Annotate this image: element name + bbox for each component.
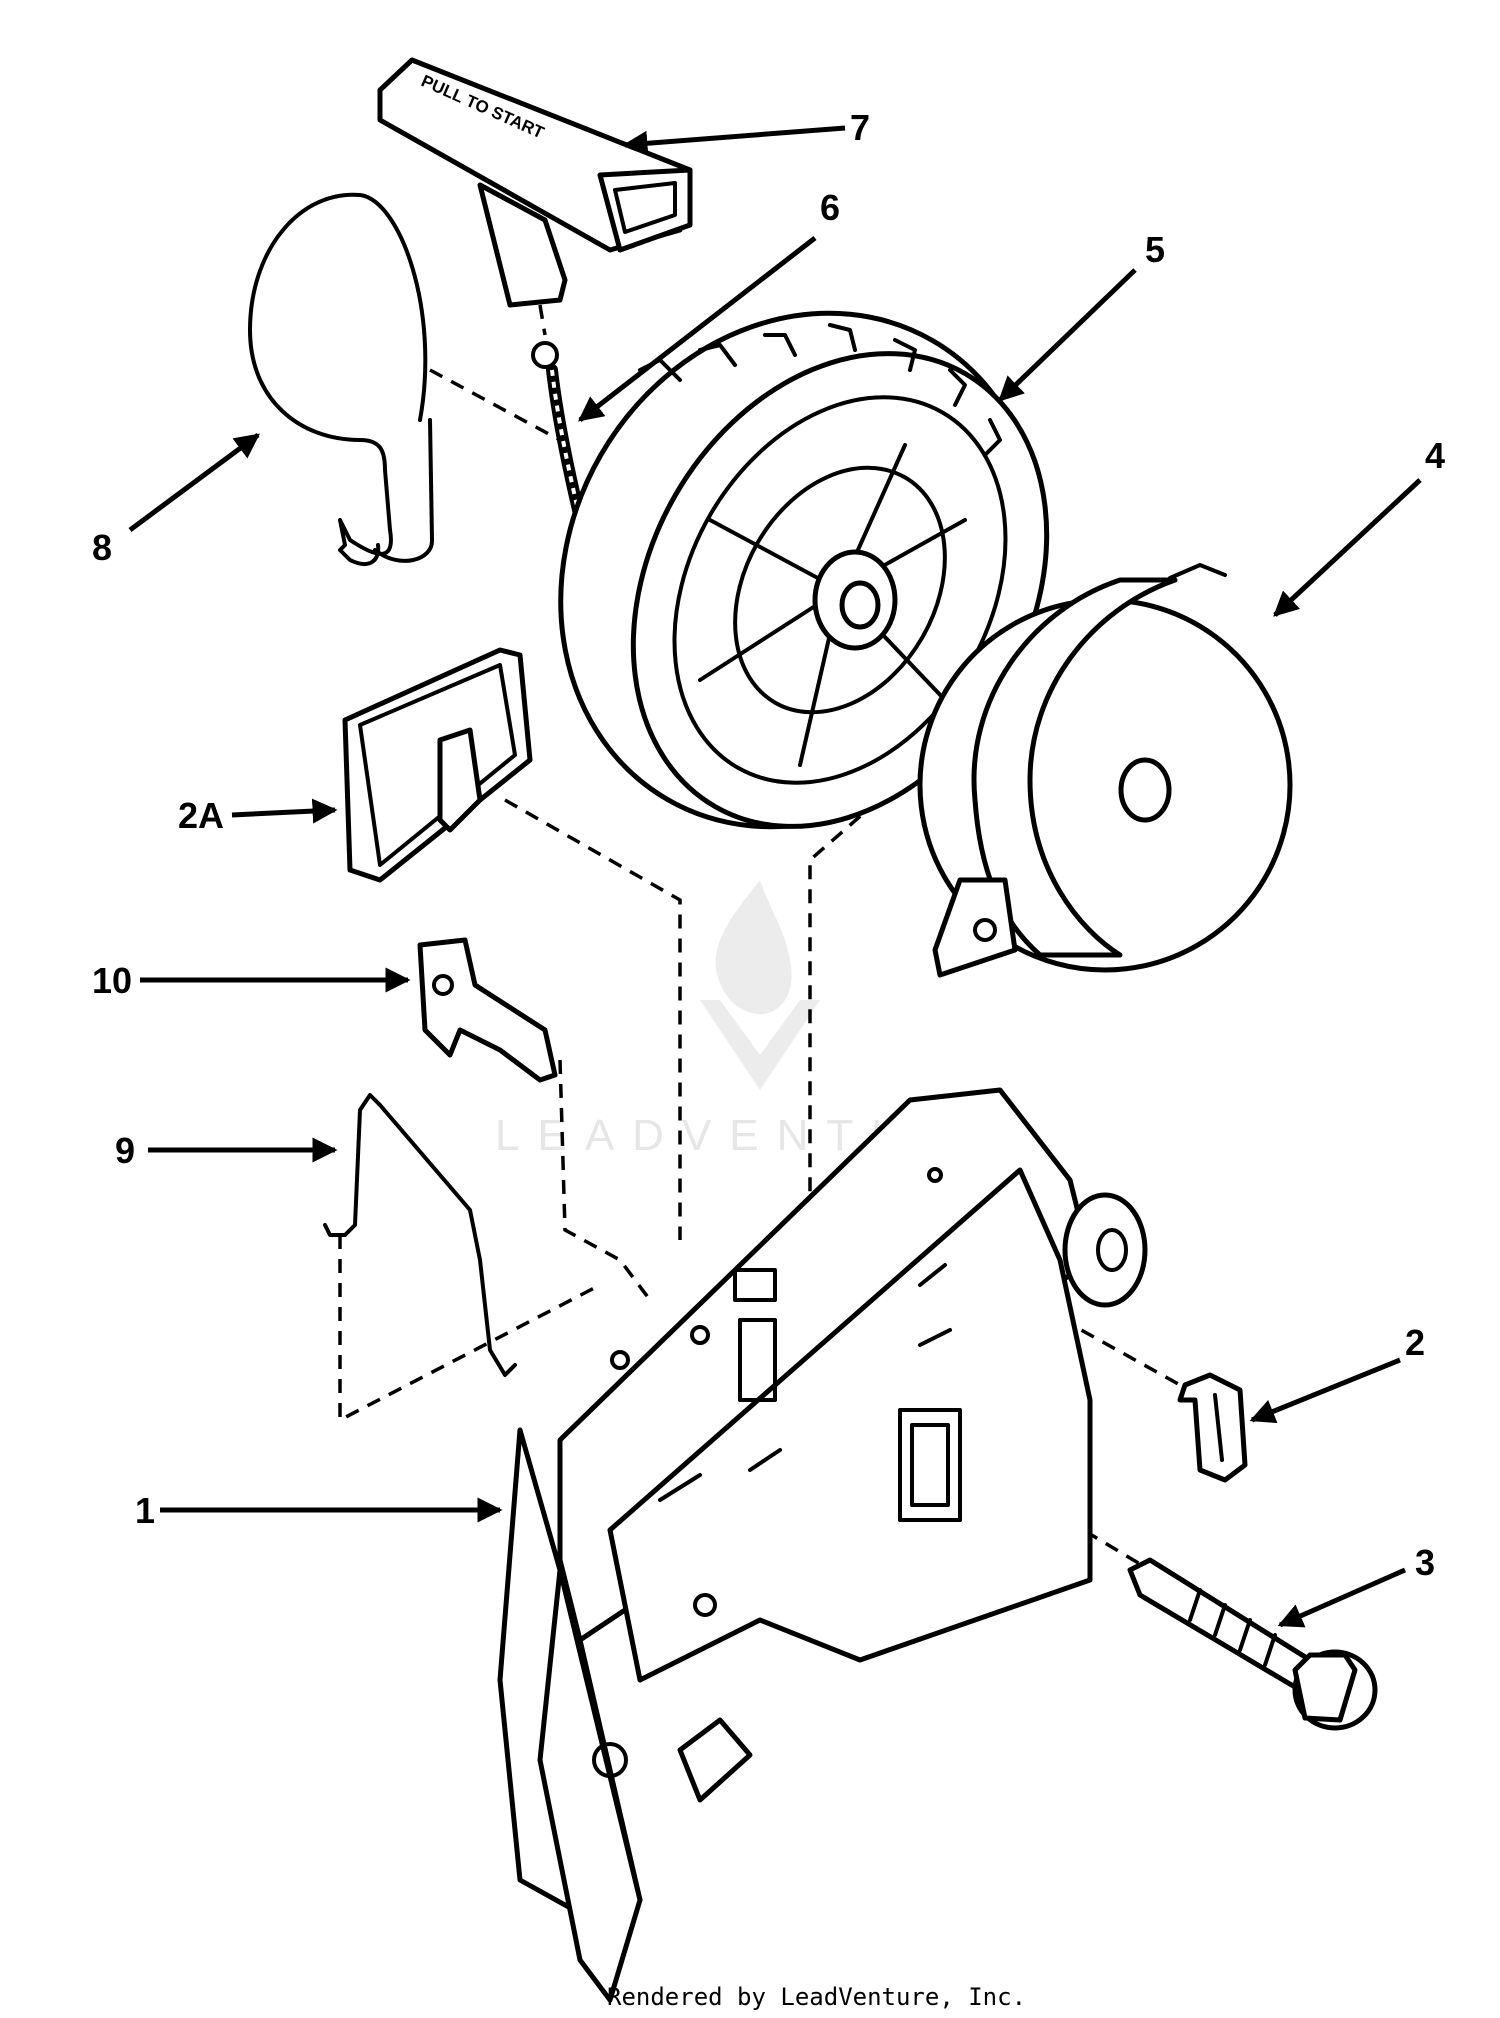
leader-8 — [128, 432, 261, 533]
part-4-cover-cup — [917, 563, 1293, 978]
callout-3: 3 — [1415, 1542, 1435, 1583]
credit-line: Rendered by LeadVenture, Inc. — [607, 1983, 1026, 2011]
callout-8: 8 — [92, 527, 112, 568]
leader-3 — [1277, 1567, 1407, 1628]
leader-7 — [622, 125, 846, 156]
part-1-housing — [497, 1087, 1148, 2003]
leader-2 — [1249, 1357, 1401, 1424]
callout-9: 9 — [115, 1130, 135, 1171]
callout-5: 5 — [1145, 229, 1165, 270]
leader-2a — [231, 798, 338, 824]
callout-leaders — [128, 125, 1422, 1628]
leader-6 — [578, 236, 817, 422]
leader-4 — [1273, 478, 1422, 617]
callout-labels: 7 6 5 4 8 2A 10 9 1 2 3 — [92, 107, 1445, 1583]
callout-6: 6 — [820, 187, 840, 228]
leader-5 — [998, 268, 1137, 402]
part-9-wire-spring — [323, 1093, 517, 1377]
callout-4: 4 — [1425, 435, 1445, 476]
part-7-starter-handle: PULL TO START — [377, 57, 693, 308]
callout-7: 7 — [850, 107, 870, 148]
part-2-clip — [1177, 1372, 1248, 1483]
callout-10: 10 — [92, 960, 132, 1001]
callout-2a: 2A — [178, 795, 224, 836]
callout-1: 1 — [135, 1490, 155, 1531]
part-2a-spring-plate — [342, 647, 533, 883]
part-3-pin — [1127, 1557, 1378, 1731]
part-8-wire-loop — [248, 192, 435, 566]
callout-2: 2 — [1405, 1322, 1425, 1363]
part-10-retainer — [417, 937, 558, 1083]
